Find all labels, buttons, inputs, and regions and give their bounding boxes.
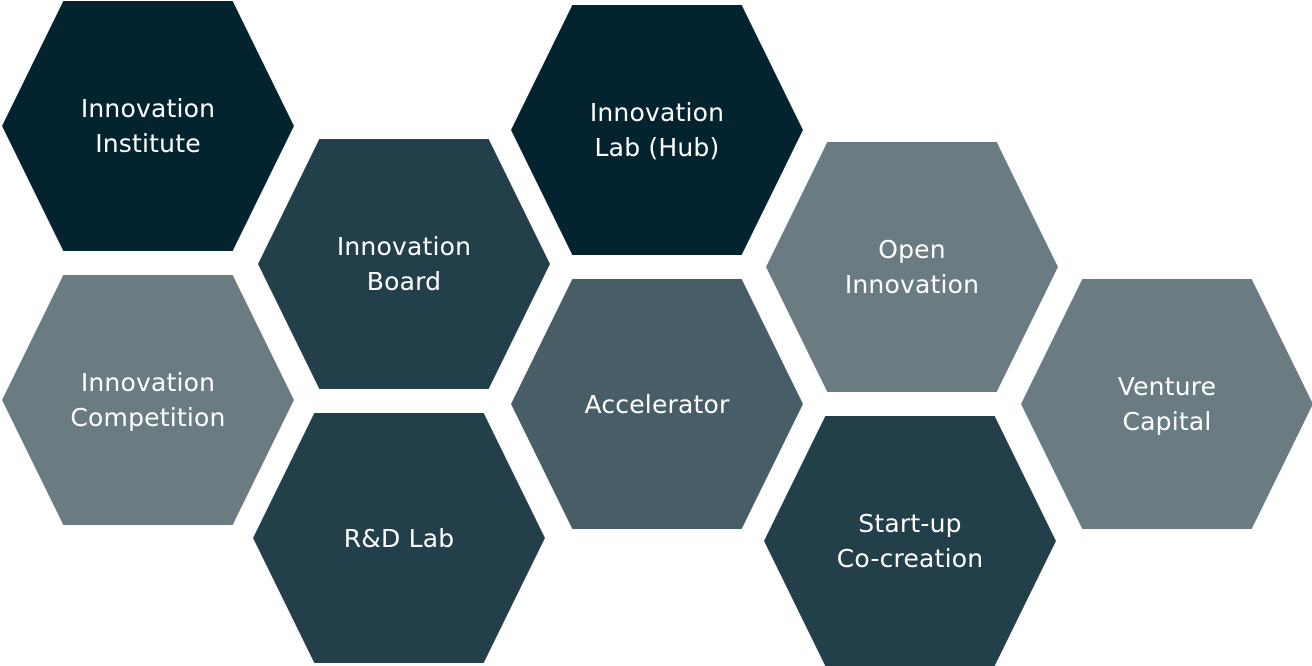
hexagon-rd-lab: R&D Lab <box>253 413 545 663</box>
hexagon-label: Innovation Institute <box>33 91 263 161</box>
hexagon-label: Accelerator <box>542 387 772 422</box>
hexagon-start-up-co-creation: Start-up Co-creation <box>764 416 1056 666</box>
hexagon-venture-capital: Venture Capital <box>1021 279 1312 529</box>
hexagon-innovation-lab-hub: Innovation Lab (Hub) <box>511 5 803 255</box>
hexagon-label-line: Start-up <box>858 509 962 538</box>
hexagon-label-line: Board <box>366 267 442 296</box>
hexagon-label: Innovation Lab (Hub) <box>542 95 772 165</box>
hexagon-label-line: Innovation <box>80 94 216 123</box>
hexagon-label-line: Innovation <box>336 232 472 261</box>
hexagon-open-innovation: Open Innovation <box>766 142 1058 392</box>
hexagon-label: Venture Capital <box>1052 369 1282 439</box>
hexagon-label-line: Innovation <box>80 368 216 397</box>
hexagon-label-line: Competition <box>70 403 226 432</box>
hexagon-label-line: Institute <box>95 129 201 158</box>
hexagon-label-line: R&D Lab <box>343 523 455 553</box>
hexagon-label-line: Capital <box>1122 407 1212 436</box>
hexagon-accelerator: Accelerator <box>511 279 803 529</box>
hexagon-label: Innovation Competition <box>33 365 263 435</box>
hexagon-label: Innovation Board <box>289 229 519 299</box>
hexagon-label-line: Open <box>878 235 946 264</box>
hexagon-label-line: Accelerator <box>584 389 730 419</box>
hexagon-innovation-board: Innovation Board <box>258 139 550 389</box>
hexagon-label: Start-up Co-creation <box>795 506 1025 576</box>
hexagon-label-line: Lab (Hub) <box>594 133 720 162</box>
hexagon-label-line: Innovation <box>589 98 725 127</box>
hexagon-label-line: Co-creation <box>836 544 984 573</box>
hexagon-label: Open Innovation <box>797 232 1027 302</box>
hexagon-innovation-institute: Innovation Institute <box>2 1 294 251</box>
hexagon-innovation-competition: Innovation Competition <box>2 275 294 525</box>
hexagon-label-line: Venture <box>1117 372 1217 401</box>
hexagon-label-line: Innovation <box>844 270 980 299</box>
hexagon-label: R&D Lab <box>284 521 514 556</box>
